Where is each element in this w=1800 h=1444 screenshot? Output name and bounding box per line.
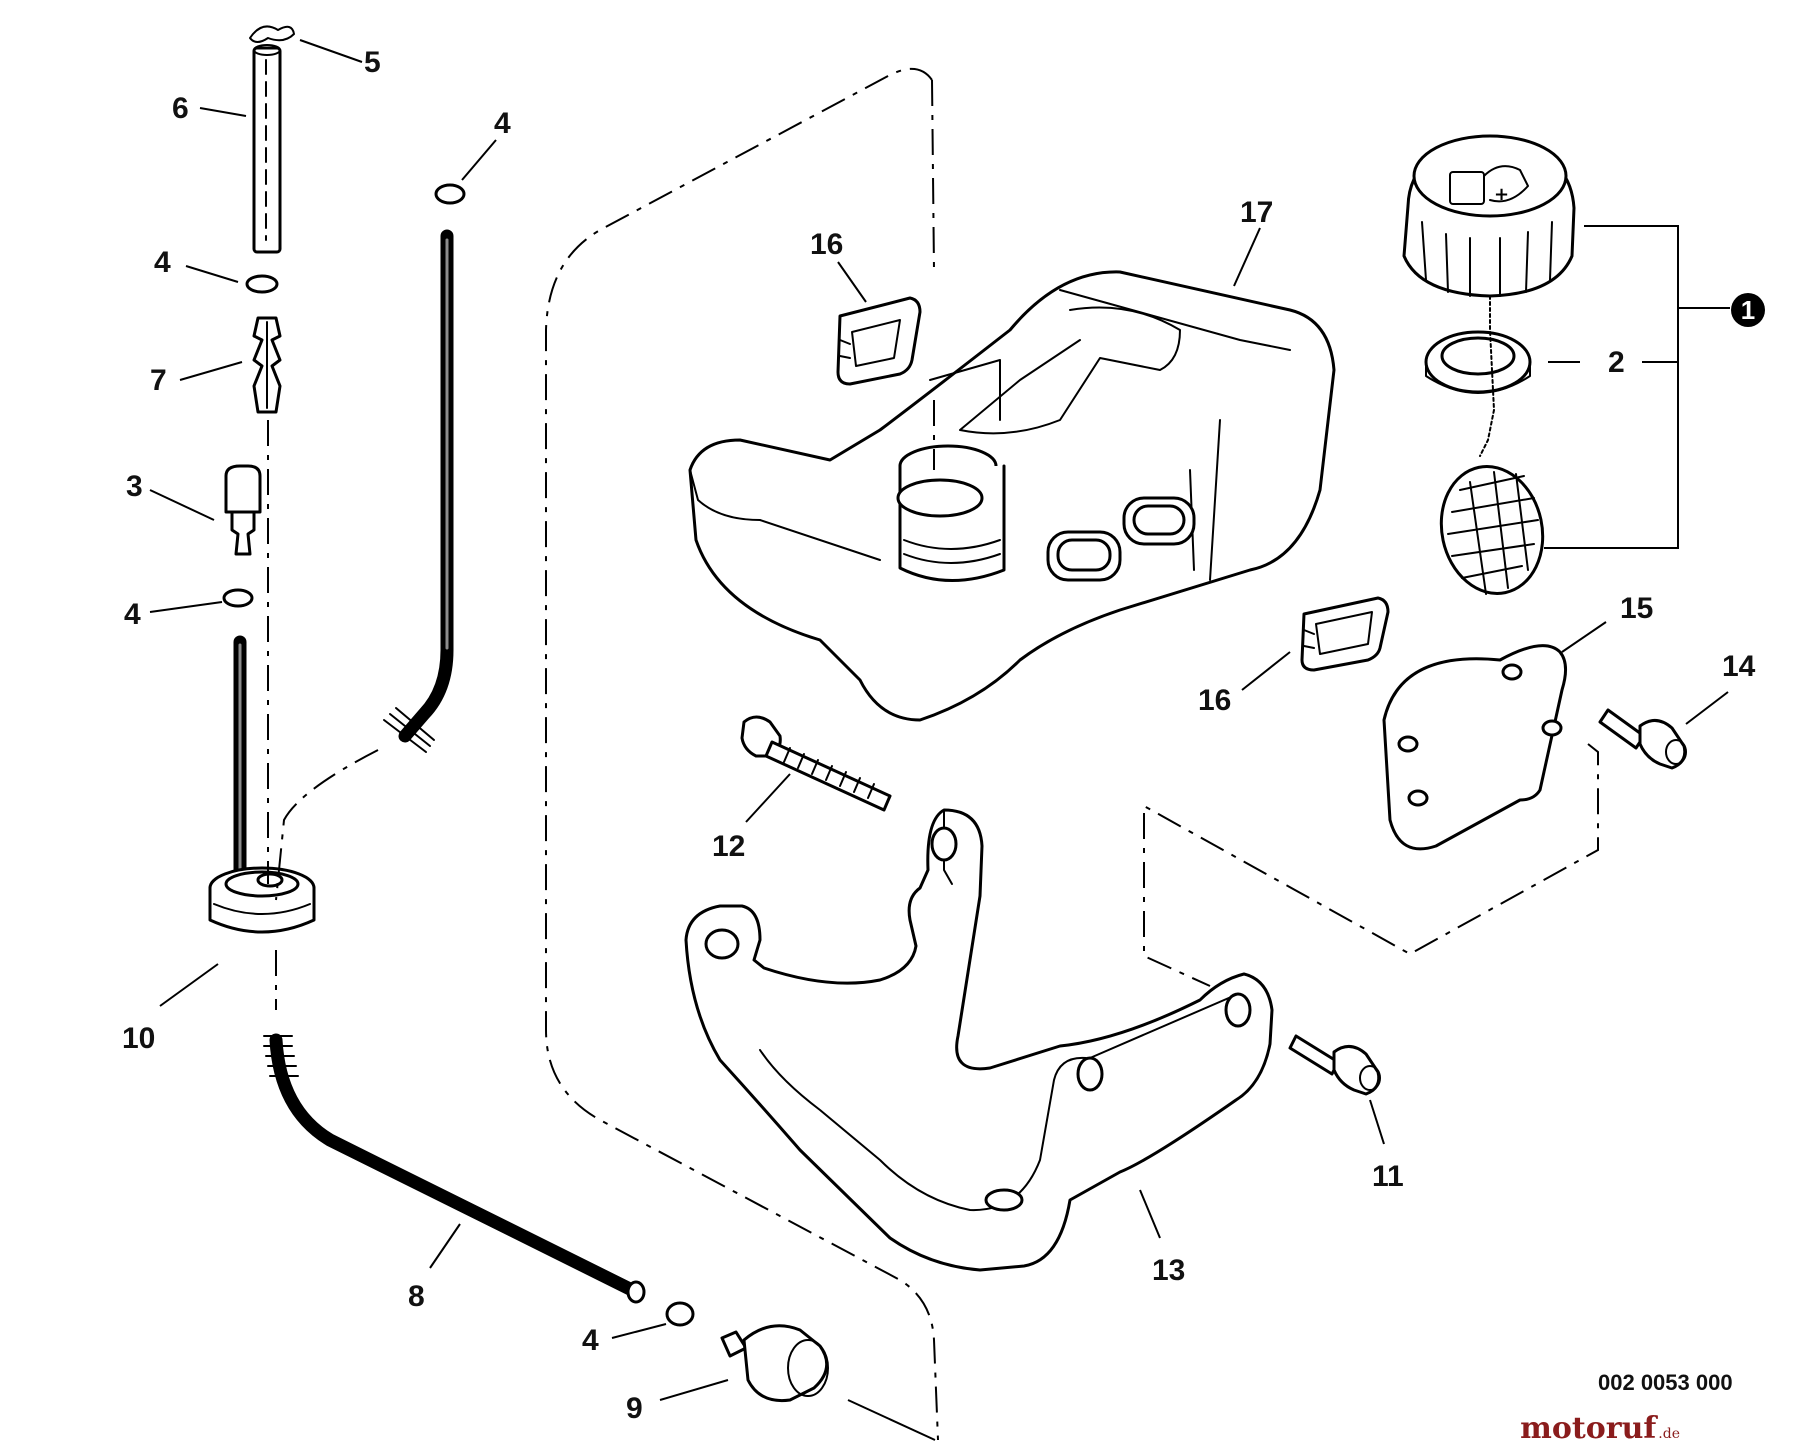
part-7-fitting bbox=[252, 316, 282, 414]
part-11-bolt bbox=[1288, 1034, 1381, 1096]
clamp-dashed-route bbox=[1143, 743, 1599, 987]
callout-10: 10 bbox=[122, 1022, 155, 1055]
part-8-fuel-line bbox=[263, 1033, 646, 1304]
part-1-fuel-cap: + bbox=[1402, 134, 1576, 298]
callout-15: 15 bbox=[1620, 592, 1653, 625]
tank-group-outline bbox=[545, 68, 939, 1441]
callout-7: 7 bbox=[150, 364, 167, 397]
callout-2: 2 bbox=[1608, 346, 1625, 379]
callout-16-top: 16 bbox=[810, 228, 843, 261]
part-17-fuel-tank bbox=[688, 270, 1336, 722]
callout-14: 14 bbox=[1722, 650, 1756, 683]
part-12-bolt bbox=[740, 715, 892, 812]
part-16-mount-pad-top bbox=[836, 296, 922, 386]
part-14-bolt bbox=[1598, 708, 1687, 770]
part-9-fuel-filter bbox=[720, 1324, 829, 1403]
part-4-ring-1 bbox=[245, 274, 279, 294]
callout-1-badge: 1 bbox=[1731, 293, 1765, 327]
callout-6: 6 bbox=[172, 92, 189, 125]
assembly-bracket bbox=[1544, 225, 1730, 549]
callout-4-top: 4 bbox=[494, 107, 511, 140]
callout-4-tube: 4 bbox=[154, 246, 171, 279]
drawing-number: 002 0053 000 bbox=[1598, 1370, 1733, 1395]
part-4-ring-2 bbox=[222, 588, 254, 608]
part-5-clip bbox=[249, 25, 295, 43]
callout-3: 3 bbox=[126, 470, 143, 503]
callout-16-bottom: 16 bbox=[1198, 684, 1231, 717]
part-6-breather-tube bbox=[252, 44, 282, 254]
part-10-grommet bbox=[208, 635, 316, 934]
leader-lines bbox=[149, 39, 1729, 1441]
callout-8: 8 bbox=[408, 1280, 425, 1313]
part-4-ring-4 bbox=[665, 1301, 695, 1327]
fuel-line-dashed-route bbox=[275, 749, 379, 901]
svg-text:motoruf.de: motoruf.de bbox=[1520, 1411, 1680, 1444]
watermark-logo: motoruf.de bbox=[1520, 1411, 1680, 1444]
callout-11: 11 bbox=[1372, 1160, 1404, 1193]
part-13-tank-bracket bbox=[684, 808, 1274, 1272]
cap-strainer bbox=[1439, 465, 1545, 595]
callout-4-mid: 4 bbox=[124, 598, 141, 631]
part-15-clamp-plate bbox=[1382, 644, 1567, 851]
callout-5: 5 bbox=[364, 46, 381, 79]
part-2-seal bbox=[1424, 330, 1532, 394]
part-3-fitting bbox=[224, 464, 262, 556]
tank-group-outline-stub bbox=[931, 79, 935, 271]
callout-4-bottom: 4 bbox=[582, 1324, 599, 1357]
part-fuel-line-upper bbox=[383, 229, 454, 753]
callout-17: 17 bbox=[1240, 196, 1273, 229]
callout-9: 9 bbox=[626, 1392, 643, 1425]
svg-text:+: + bbox=[1494, 184, 1509, 205]
callout-1: 1 bbox=[1741, 295, 1755, 325]
callout-12: 12 bbox=[712, 830, 745, 863]
part-4-ring-3 bbox=[434, 183, 466, 205]
callout-13: 13 bbox=[1152, 1254, 1185, 1287]
part-16-mount-pad-bottom bbox=[1300, 596, 1390, 672]
watermark-suffix: .de bbox=[1658, 1426, 1680, 1442]
cap-chain bbox=[1479, 295, 1495, 457]
watermark-brand: motoruf bbox=[1520, 1411, 1658, 1444]
